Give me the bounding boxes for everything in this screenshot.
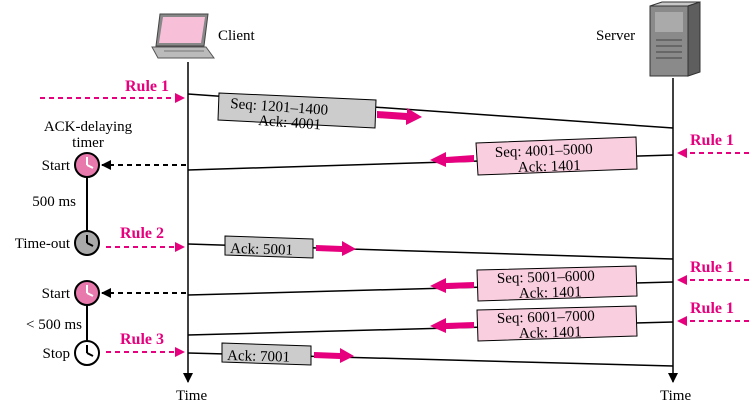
timer-title-2: timer: [72, 135, 104, 151]
timer-title: ACK-delaying: [44, 119, 133, 135]
segment-2: Seq: 4001–5000 Ack: 1401: [475, 136, 638, 176]
pink-arrow-icon: [430, 278, 474, 293]
segment-6: Ack: 7001: [221, 342, 312, 366]
server-time-label: Time: [660, 388, 691, 404]
segment-6-ack: Ack: 7001: [227, 348, 290, 366]
segment-5-seq: Seq: 6001–7000: [497, 308, 595, 327]
laptop-icon: [151, 13, 215, 59]
segment-4-ack: Ack: 1401: [519, 284, 582, 302]
segment-2-seq: Seq: 4001–5000: [495, 142, 593, 161]
segment-1-ack: Ack: 4001: [258, 113, 322, 133]
timer-start-clock-1: [74, 152, 100, 178]
pink-arrow-icon: [377, 108, 422, 125]
server-icon: [649, 1, 701, 77]
pink-arrow-icon: [430, 152, 474, 167]
rule3-label: Rule 3: [120, 331, 164, 348]
segment-1: Seq: 1201–1400 Ack: 4001: [217, 92, 377, 133]
rule1-server-label-c: Rule 1: [690, 300, 734, 317]
pink-arrow-icon: [430, 318, 474, 333]
pink-arrow-icon: [316, 241, 356, 256]
segment-3-ack: Ack: 5001: [230, 241, 293, 259]
segment-4: Seq: 5001–6000 Ack: 1401: [476, 265, 638, 302]
segment-2-ack: Ack: 1401: [518, 158, 581, 176]
rule1-server-label-b: Rule 1: [690, 259, 734, 276]
segment-5: Seq: 6001–7000 Ack: 1401: [476, 305, 638, 342]
rule1-client-label: Rule 1: [125, 78, 169, 95]
segment-1-seq: Seq: 1201–1400: [230, 96, 329, 119]
timer-interval-1: 500 ms: [32, 194, 76, 210]
segment-3: Ack: 5001: [224, 235, 314, 259]
segment-4-seq: Seq: 5001–6000: [497, 268, 595, 287]
segment-5-ack: Ack: 1401: [519, 324, 582, 342]
rule1-server-label-a: Rule 1: [690, 132, 734, 149]
client-time-label: Time: [176, 388, 207, 404]
timer-timeout-label: Time-out: [15, 236, 71, 252]
timer-stop-clock: [74, 340, 100, 366]
timer-start-clock-2: [74, 280, 100, 306]
server-label: Server: [596, 28, 635, 44]
pink-arrow-icon: [314, 348, 354, 363]
timer-interval-2: < 500 ms: [26, 317, 82, 333]
client-label: Client: [218, 28, 255, 44]
timer-timeout-clock: [74, 230, 100, 256]
timer-stop-label: Stop: [42, 346, 70, 362]
timer-start-label-1: Start: [42, 158, 71, 174]
rule2-label: Rule 2: [120, 225, 164, 242]
timer-start-label-2: Start: [42, 286, 71, 302]
